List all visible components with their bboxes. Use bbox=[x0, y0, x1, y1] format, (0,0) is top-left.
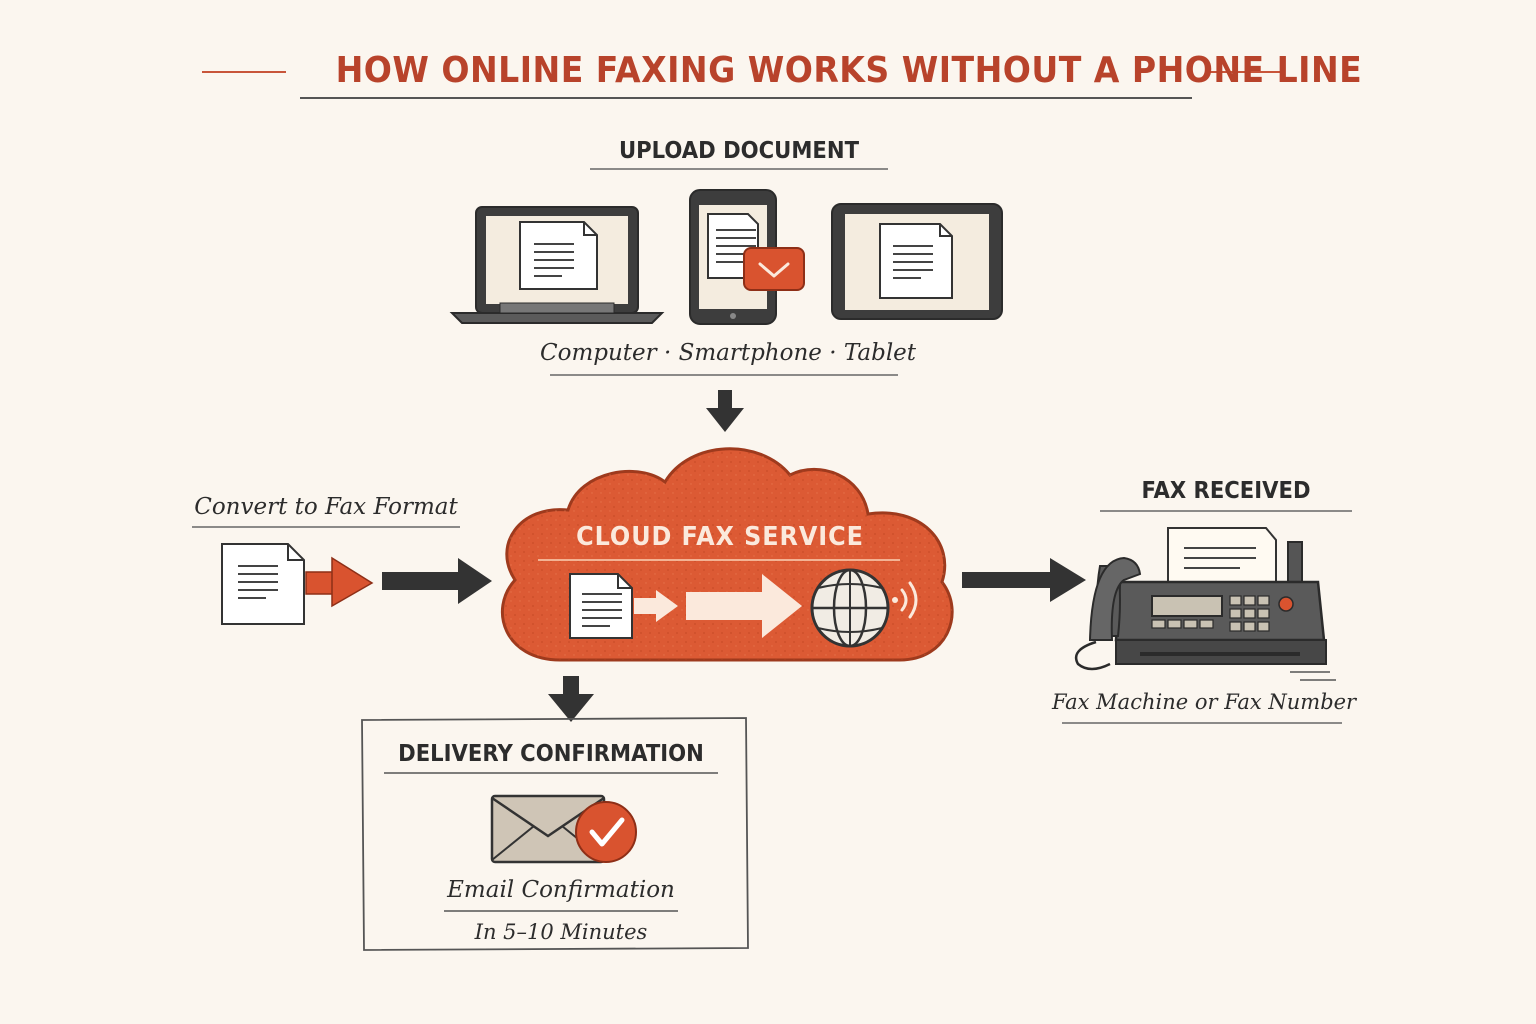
delivery-confirmation-box bbox=[361, 717, 749, 951]
delivery-heading: DELIVERY CONFIRMATION bbox=[398, 741, 704, 767]
globe-icon bbox=[810, 568, 890, 648]
arrow-right-to-cloud-icon bbox=[382, 558, 492, 604]
checkmark-badge-icon bbox=[575, 801, 637, 863]
convert-red-arrow-icon bbox=[305, 556, 374, 608]
signal-waves-icon bbox=[892, 581, 918, 619]
upload-heading: UPLOAD DOCUMENT bbox=[618, 138, 860, 164]
email-confirmation-caption: Email Confirmation bbox=[447, 877, 675, 903]
laptop-icon bbox=[449, 206, 665, 324]
smartphone-icon bbox=[689, 189, 805, 325]
convert-document-icon bbox=[221, 543, 305, 625]
delivery-timing: In 5–10 Minutes bbox=[474, 920, 648, 944]
cloud-service-label: CLOUD FAX SERVICE bbox=[576, 522, 864, 552]
tablet-document-icon bbox=[879, 223, 953, 299]
page-title: HOW ONLINE FAXING WORKS WITHOUT A PHONE … bbox=[335, 50, 1363, 91]
fax-received-heading: FAX RECEIVED bbox=[1141, 478, 1311, 504]
fax-machine-icon bbox=[1074, 527, 1336, 681]
convert-caption: Convert to Fax Format bbox=[194, 494, 458, 520]
arrow-down-to-cloud-icon bbox=[706, 390, 744, 432]
tablet-icon bbox=[831, 203, 1003, 320]
fax-received-caption: Fax Machine or Fax Number bbox=[1052, 690, 1357, 714]
cloud-big-arrow-icon bbox=[686, 574, 802, 638]
arrow-down-to-delivery-icon bbox=[548, 676, 594, 722]
cloud-document-icon bbox=[569, 573, 633, 639]
mail-badge-icon bbox=[743, 247, 805, 291]
cloud-small-arrow-icon bbox=[634, 590, 678, 622]
arrow-right-to-fax-icon bbox=[962, 558, 1086, 602]
laptop-document-icon bbox=[519, 221, 598, 290]
devices-caption: Computer · Smartphone · Tablet bbox=[540, 340, 917, 366]
